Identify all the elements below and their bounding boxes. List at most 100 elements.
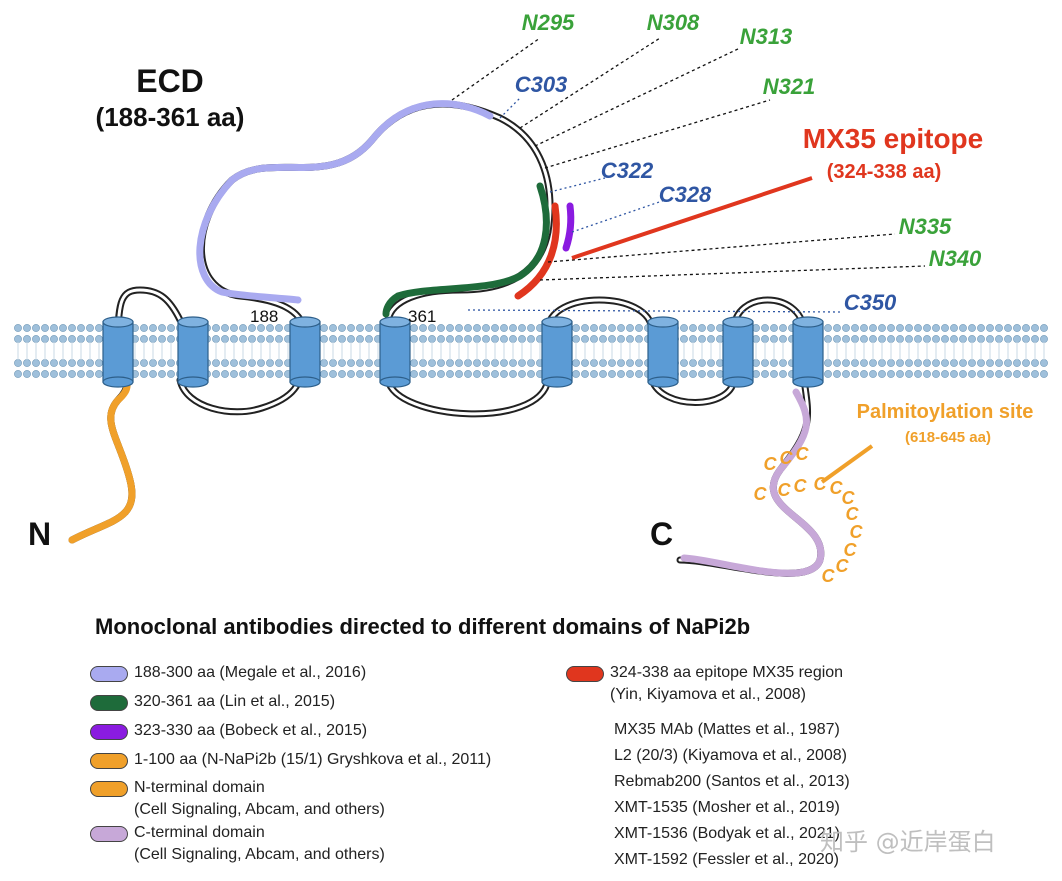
lipid-head <box>275 335 283 343</box>
lipid-head <box>626 359 634 367</box>
lipid-head <box>149 370 157 378</box>
tm-helix-base <box>289 376 321 388</box>
lipid-head <box>833 359 841 367</box>
lipid-head <box>446 324 454 332</box>
lipid-head <box>464 324 472 332</box>
lipid-head <box>698 359 706 367</box>
lipid-head <box>932 335 940 343</box>
lipid-head <box>77 324 85 332</box>
lipid-head <box>428 335 436 343</box>
lipid-head <box>914 335 922 343</box>
lipid-head <box>959 359 967 367</box>
lipid-head <box>581 370 589 378</box>
lipid-head <box>491 335 499 343</box>
lipid-head <box>986 359 994 367</box>
lipid-head <box>1013 335 1021 343</box>
lipid-head <box>356 324 364 332</box>
tm-helix <box>792 321 824 383</box>
lipid-head <box>950 335 958 343</box>
lipid-head <box>761 359 769 367</box>
lipid-head <box>1004 324 1012 332</box>
lipid-head <box>14 324 22 332</box>
lipid-head <box>455 335 463 343</box>
lipid-head <box>509 370 517 378</box>
lipid-head <box>770 359 778 367</box>
palmitoyl-cysteine-glyph: C <box>796 444 810 464</box>
legend-antibody-rebmab200: Rebmab200 (Santos et al., 2013) <box>614 773 850 790</box>
lipid-head <box>95 335 103 343</box>
lipid-head <box>860 335 868 343</box>
lipid-head <box>446 370 454 378</box>
lipid-bilayer <box>14 324 1048 378</box>
legend-label: 188-300 aa (Megale et al., 2016) <box>134 664 367 681</box>
lipid-head <box>995 324 1003 332</box>
lipid-head <box>518 335 526 343</box>
tm-helix-cap <box>177 316 209 328</box>
tm-helix-base <box>102 376 134 388</box>
lipid-head <box>230 359 238 367</box>
lipid-head <box>986 335 994 343</box>
lipid-head <box>356 370 364 378</box>
lipid-head <box>887 370 895 378</box>
lipid-head <box>482 335 490 343</box>
lipid-head <box>608 324 616 332</box>
watermark-text: 知乎 @近岸蛋白 <box>820 828 996 856</box>
lipid-head <box>257 324 265 332</box>
lipid-head <box>446 359 454 367</box>
lipid-head <box>437 370 445 378</box>
lipid-head <box>914 324 922 332</box>
lipid-head <box>923 335 931 343</box>
lipid-head <box>860 370 868 378</box>
lipid-head <box>248 359 256 367</box>
lipid-head <box>149 324 157 332</box>
lipid-head <box>572 324 580 332</box>
lipid-head <box>842 324 850 332</box>
lipid-head <box>779 335 787 343</box>
lipid-head <box>428 370 436 378</box>
lipid-head <box>221 324 229 332</box>
lipid-head <box>266 359 274 367</box>
lipid-head <box>635 335 643 343</box>
lipid-head <box>608 359 616 367</box>
palmitoyl-cysteine-glyph: C <box>846 504 860 524</box>
lipid-head <box>347 324 355 332</box>
lipid-head <box>491 359 499 367</box>
lipid-head <box>50 370 58 378</box>
palmitoyl-cysteine-glyph: C <box>814 474 828 494</box>
megale-domain-segment <box>196 100 494 304</box>
lipid-head <box>617 324 625 332</box>
lipid-head <box>500 324 508 332</box>
lipid-head <box>500 370 508 378</box>
palmitoyl-cysteine-glyph: C <box>844 540 858 560</box>
lipid-head <box>1040 335 1048 343</box>
tm-helix-cap <box>792 316 824 328</box>
lipid-head <box>41 324 49 332</box>
lipid-head <box>572 370 580 378</box>
lipid-head <box>635 324 643 332</box>
lipid-head <box>761 370 769 378</box>
lipid-head <box>419 359 427 367</box>
lipid-head <box>482 324 490 332</box>
lipid-head <box>617 335 625 343</box>
lipid-head <box>410 359 418 367</box>
lipid-head <box>680 370 688 378</box>
lipid-head <box>959 324 967 332</box>
lipid-head <box>950 370 958 378</box>
lipid-head <box>869 335 877 343</box>
tm-helix <box>722 321 754 383</box>
lipid-head <box>230 335 238 343</box>
tm-helix-cap <box>722 316 754 328</box>
lipid-head <box>86 359 94 367</box>
palmitoyl-cysteine-glyph: C <box>780 448 794 468</box>
lipid-head <box>41 335 49 343</box>
lipid-head <box>77 370 85 378</box>
lipid-head <box>1022 370 1030 378</box>
lipid-head <box>23 359 31 367</box>
palmitoyl-cysteine-glyph: C <box>850 522 864 542</box>
lipid-head <box>1013 324 1021 332</box>
ecd-range: (188-361 aa) <box>96 102 245 132</box>
lipid-head <box>518 370 526 378</box>
tm-helix <box>177 321 209 383</box>
lipid-head <box>50 335 58 343</box>
n-terminus-label: N <box>28 516 51 552</box>
